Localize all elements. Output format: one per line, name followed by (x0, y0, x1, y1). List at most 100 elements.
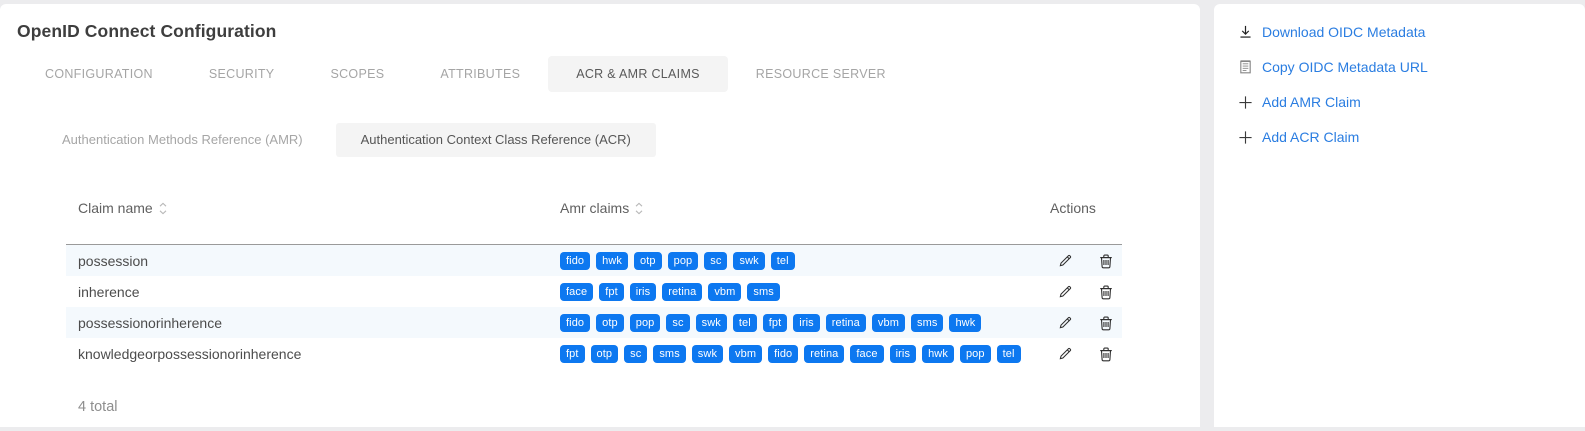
tab-bar: CONFIGURATION SECURITY SCOPES ATTRIBUTES ACR… (17, 56, 1200, 92)
pencil-icon (1059, 316, 1072, 329)
delete-claim-button[interactable] (1099, 315, 1113, 331)
amr-claim-badge: fpt (560, 344, 585, 363)
amr-claim-badge: hwk (949, 313, 982, 332)
amr-claim-badge: iris (793, 313, 820, 332)
amr-claim-badge: pop (667, 251, 699, 270)
link-label: Add ACR Claim (1262, 129, 1360, 145)
edit-claim-button[interactable] (1058, 315, 1073, 330)
amr-claim-badge: sc (624, 344, 648, 363)
link-label: Copy OIDC Metadata URL (1262, 59, 1428, 75)
edit-claim-button[interactable] (1058, 346, 1073, 361)
amr-claim-badge: vbm (708, 282, 742, 301)
total-count: 4 total (78, 399, 118, 415)
row-actions (1040, 253, 1122, 269)
tab-acr-amr-claims[interactable]: ACR & AMR CLAIMS (548, 56, 728, 92)
trash-icon (1100, 316, 1112, 330)
copy-icon (1237, 59, 1253, 75)
amr-claim-badge: iris (629, 282, 657, 301)
table-header: Claim name Amr claims Actions (66, 190, 1122, 245)
tab-resource-server[interactable]: RESOURCE SERVER (755, 67, 886, 81)
claim-name: possessionorinherence (78, 314, 222, 331)
delete-claim-button[interactable] (1099, 284, 1113, 300)
amr-claim-badge: fido (768, 344, 799, 363)
acr-claims-table: Claim name Amr claims Actions possession… (66, 190, 1122, 415)
amr-claim-badge: fido (560, 251, 591, 270)
pencil-icon (1059, 347, 1072, 360)
amr-claim-badge: sc (666, 313, 690, 332)
sort-icon (635, 202, 643, 215)
card-divider (1200, 4, 1214, 427)
amr-claim-badge: swk (733, 251, 765, 270)
column-header-claim-name[interactable]: Claim name (66, 200, 560, 216)
link-label: Download OIDC Metadata (1262, 24, 1426, 40)
pencil-icon (1059, 254, 1072, 267)
delete-claim-button[interactable] (1099, 253, 1113, 269)
sort-icon (159, 202, 167, 215)
subtab-authentication-context-class-reference-acr[interactable]: Authentication Context Class Reference (… (335, 123, 656, 157)
tab-security[interactable]: SECURITY (208, 67, 275, 81)
row-actions (1040, 315, 1122, 331)
amr-claim-badge: swk (695, 313, 727, 332)
amr-claim-badge: hwk (596, 251, 629, 270)
page-title: OpenID Connect Configuration (17, 21, 277, 41)
claim-name: inherence (78, 283, 140, 300)
amr-claim-badge: fpt (599, 282, 624, 301)
amr-claim-badge: vbm (729, 344, 763, 363)
download-oidc-metadata-link[interactable]: Download OIDC Metadata (1237, 24, 1425, 40)
amr-claim-badge: retina (825, 313, 866, 332)
delete-claim-button[interactable] (1099, 346, 1113, 362)
plus-icon (1237, 95, 1253, 110)
plus-icon (1237, 130, 1253, 145)
subtab-authentication-methods-reference-amr[interactable]: Authentication Methods Reference (AMR) (62, 132, 303, 147)
amr-claim-badge: swk (691, 344, 724, 363)
amr-claim-badge: fido (560, 313, 591, 332)
column-label: Amr claims (560, 200, 630, 216)
amr-claim-badge: tel (770, 251, 795, 270)
add-acr-claim-link[interactable]: Add ACR Claim (1237, 129, 1359, 145)
subtab-bar: Authentication Methods Reference (AMR) Au… (37, 123, 1200, 157)
trash-icon (1100, 347, 1112, 361)
add-amr-claim-link[interactable]: Add AMR Claim (1237, 94, 1361, 110)
amr-claim-badge: sms (653, 344, 686, 363)
column-label: Claim name (78, 200, 153, 216)
claim-name: knowledgeorpossessionorinherence (78, 345, 302, 362)
amr-claim-badge: retina (662, 282, 703, 301)
column-label: Actions (1050, 200, 1096, 216)
amr-claim-badge: tel (732, 313, 757, 332)
copy-oidc-metadata-url-link[interactable]: Copy OIDC Metadata URL (1237, 59, 1428, 75)
amr-claim-badge: hwk (922, 344, 954, 363)
amr-claim-badge: sms (747, 282, 780, 301)
tab-configuration[interactable]: CONFIGURATION (45, 67, 153, 81)
amr-claim-badge: pop (959, 344, 991, 363)
amr-claim-badge: otp (590, 344, 619, 363)
amr-claim-badge: sms (910, 313, 944, 332)
amr-claim-badge: otp (596, 313, 624, 332)
amr-claim-badge: sc (704, 251, 728, 270)
pencil-icon (1059, 285, 1072, 298)
amr-claim-badge: retina (804, 344, 845, 363)
amr-claim-badge: otp (634, 251, 662, 270)
link-label: Add AMR Claim (1262, 94, 1361, 110)
tab-attributes[interactable]: ATTRIBUTES (440, 67, 521, 81)
amr-claim-badge: pop (629, 313, 661, 332)
amr-claim-badge: vbm (871, 313, 905, 332)
column-header-amr-claims[interactable]: Amr claims (560, 200, 1040, 216)
amr-claim-badge: fpt (762, 313, 788, 332)
row-actions (1040, 346, 1122, 362)
column-header-actions: Actions (1040, 200, 1122, 216)
tab-scopes[interactable]: SCOPES (330, 67, 385, 81)
edit-claim-button[interactable] (1058, 253, 1073, 268)
edit-claim-button[interactable] (1058, 284, 1073, 299)
oidc-configuration-card: OpenID Connect Configuration CONFIGURATI… (0, 4, 1200, 427)
row-actions (1040, 284, 1122, 300)
trash-icon (1100, 254, 1112, 268)
